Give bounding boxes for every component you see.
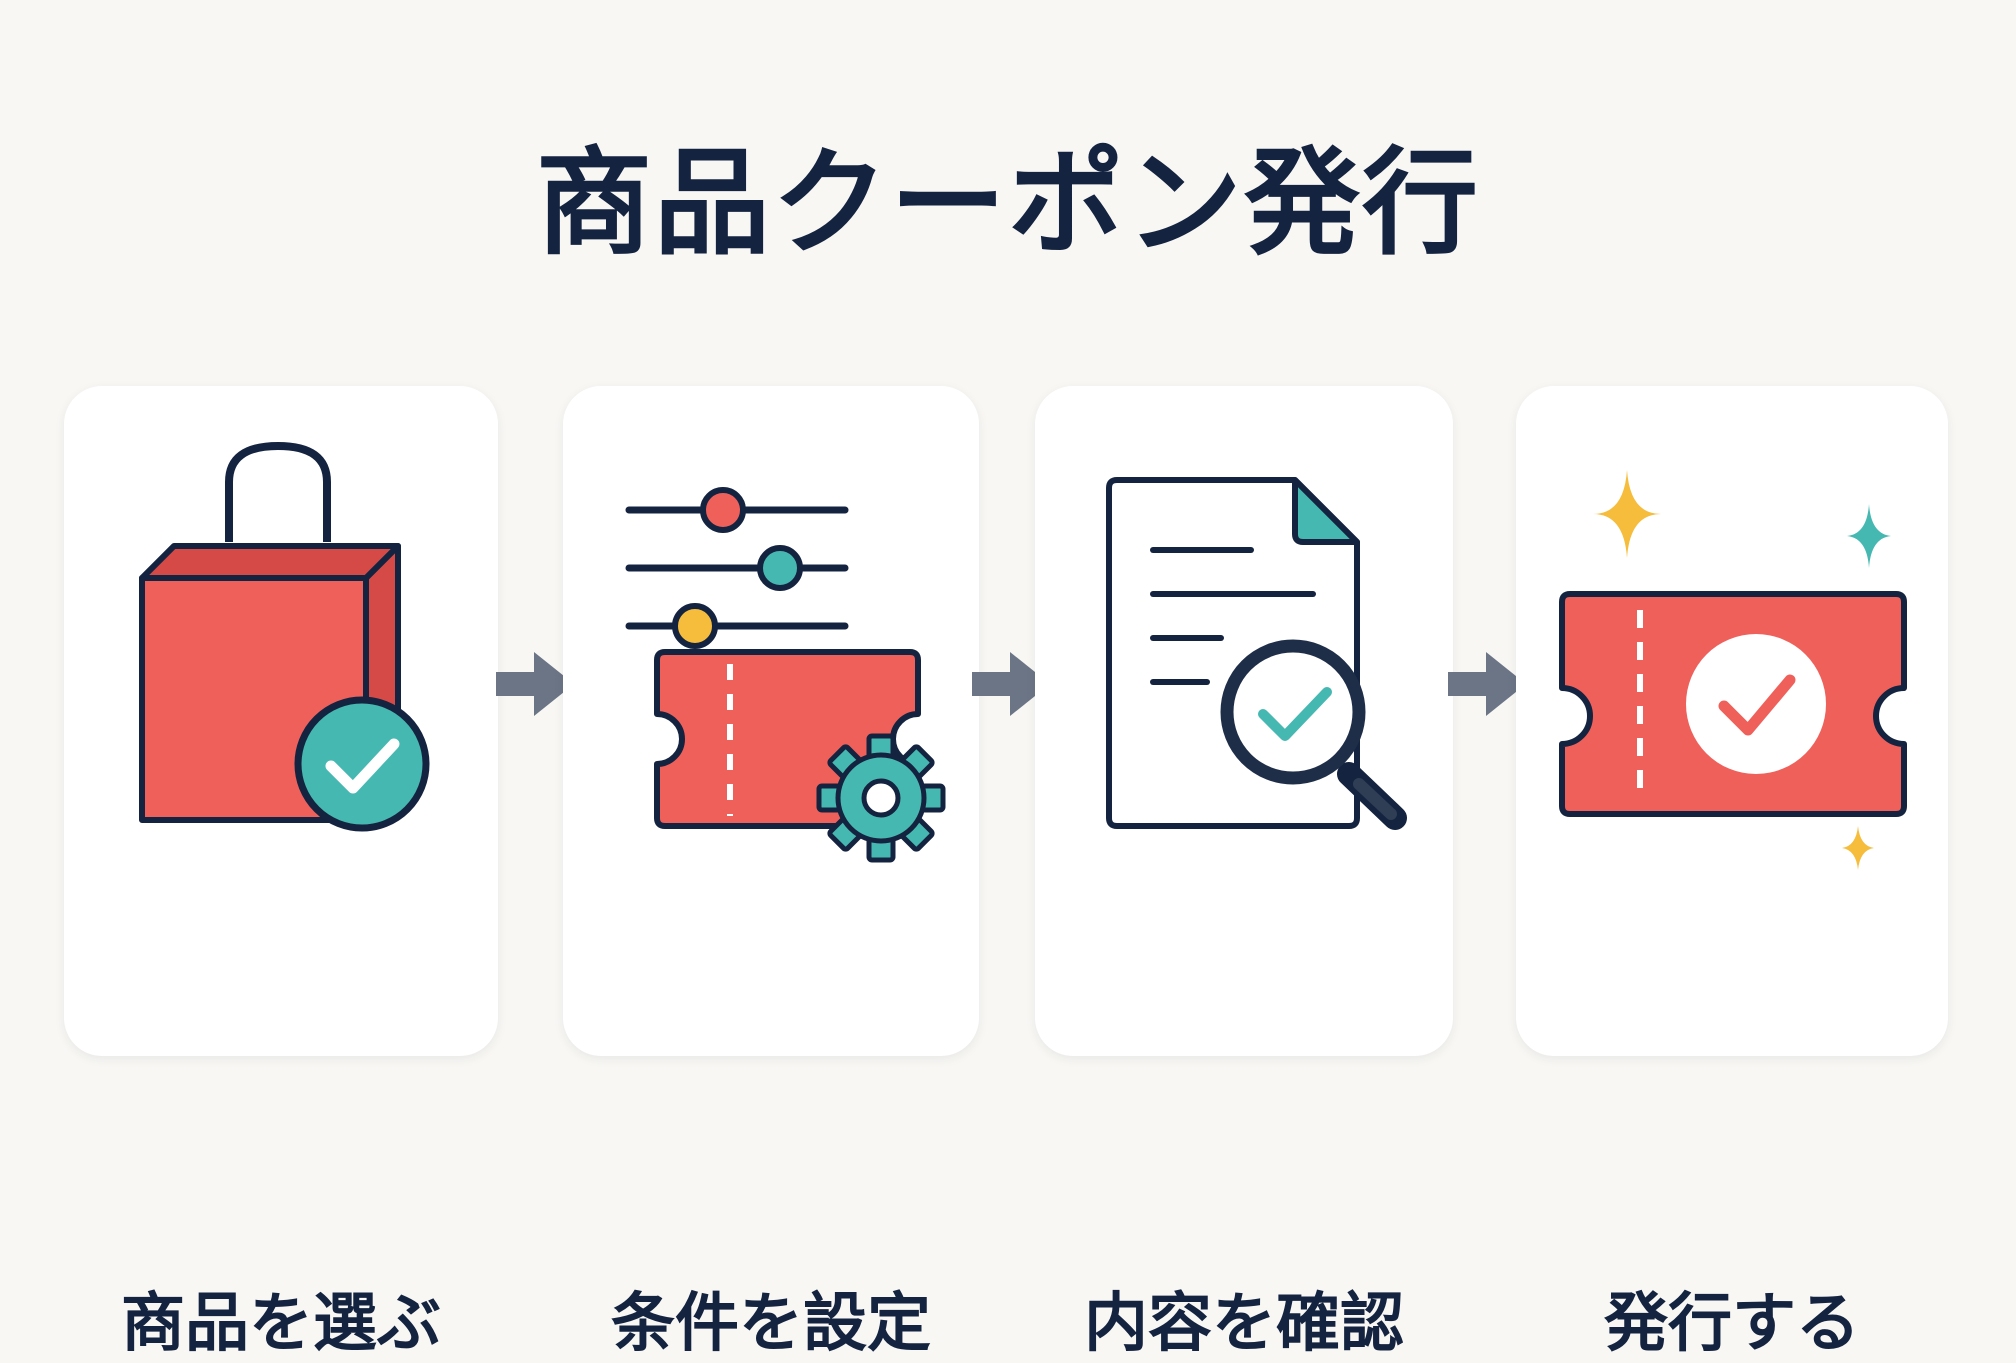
step-card-set-conditions: 条件を設定 — [563, 386, 979, 1361]
coupon-check-sparkle-icon — [1559, 470, 1907, 870]
step-card-select-product: 商品を選ぶ — [64, 386, 498, 1361]
arrow-right-icon — [496, 652, 574, 716]
step-card-issue: 発行する — [1516, 386, 1948, 1361]
step-card-confirm-content: 内容を確認 — [1035, 386, 1453, 1361]
step-label: 発行する — [1604, 1287, 1860, 1361]
shopping-bag-check-icon — [139, 441, 430, 832]
step-label: 内容を確認 — [1084, 1287, 1404, 1361]
arrow-right-icon — [1448, 652, 1526, 716]
step-label: 商品を選ぶ — [121, 1287, 441, 1361]
arrow-right-icon — [972, 652, 1050, 716]
document-magnifier-check-icon — [1106, 477, 1407, 830]
step-label: 条件を設定 — [611, 1287, 931, 1361]
page-title: 商品クーポン発行 — [536, 136, 1480, 271]
sliders-coupon-gear-icon — [625, 487, 946, 863]
